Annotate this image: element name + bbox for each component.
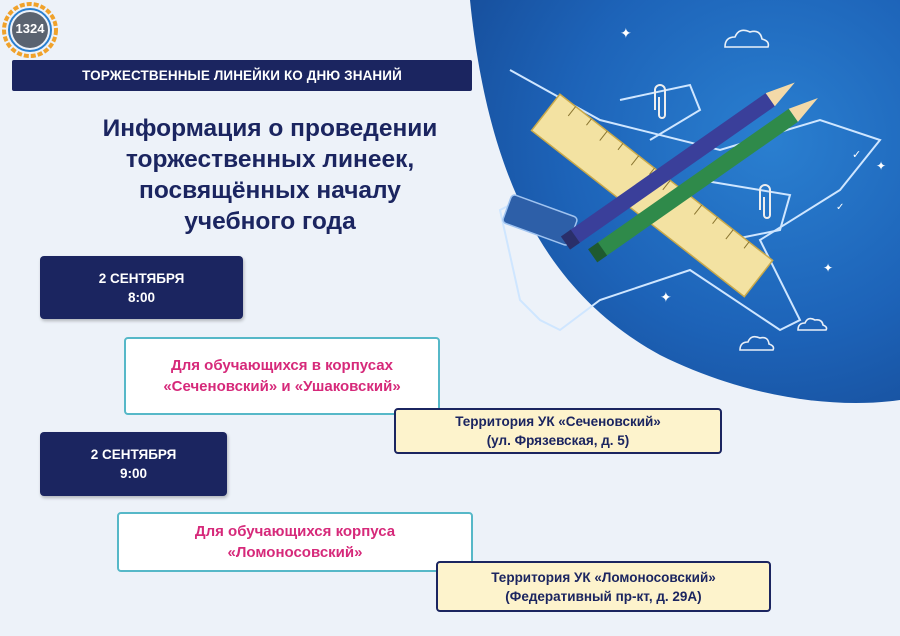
- audience-line: «Ломоносовский»: [227, 544, 363, 561]
- svg-text:✦: ✦: [620, 26, 632, 42]
- event-date: 2 СЕНТЯБРЯ: [98, 270, 185, 286]
- heading-line: посвящённых началу: [139, 177, 401, 204]
- event-location-box: Территория УК «Ломоносовский» (Федератив…: [436, 561, 771, 612]
- location-line: Территория УК «Сеченовский»: [455, 414, 661, 429]
- cloud-icon: [724, 29, 770, 48]
- title-banner: ТОРЖЕСТВЕННЫЕ ЛИНЕЙКИ КО ДНЮ ЗНАНИЙ: [12, 60, 472, 91]
- audience-line: «Сеченовский» и «Ушаковский»: [163, 378, 401, 395]
- page-title: Информация о проведении торжественных ли…: [60, 113, 480, 237]
- location-line: (Федеративный пр-кт, д. 29А): [505, 588, 702, 604]
- event-location-box: Территория УК «Сеченовский» (ул. Фрязевс…: [394, 408, 722, 454]
- svg-text:✦: ✦: [823, 261, 833, 275]
- heading-line: торжественных линеек,: [125, 146, 415, 173]
- school-logo: [2, 2, 58, 58]
- location-line: (ул. Фрязевская, д. 5): [486, 433, 630, 448]
- event-date-box: 2 СЕНТЯБРЯ 8:00: [40, 256, 243, 319]
- logo-number: 1324: [15, 21, 45, 36]
- cloud-icon: [797, 317, 828, 331]
- heading-line: Информация о проведении: [102, 115, 438, 142]
- heading-line: учебного года: [184, 208, 356, 235]
- event-time: 9:00: [119, 466, 148, 481]
- event-audience-box: Для обучающихся в корпусах «Сеченовский»…: [124, 337, 440, 415]
- svg-text:✦: ✦: [876, 159, 886, 173]
- event-date-box: 2 СЕНТЯБРЯ 9:00: [40, 432, 227, 496]
- banner-text: ТОРЖЕСТВЕННЫЕ ЛИНЕЙКИ КО ДНЮ ЗНАНИЙ: [82, 68, 402, 83]
- event-audience-box: Для обучающихся корпуса «Ломоносовский»: [117, 512, 473, 572]
- event-date: 2 СЕНТЯБРЯ: [90, 447, 177, 462]
- svg-text:✓: ✓: [852, 148, 861, 161]
- cloud-icon: [739, 335, 775, 351]
- event-time: 8:00: [127, 289, 156, 305]
- svg-text:✓: ✓: [836, 202, 844, 213]
- audience-line: Для обучающихся в корпусах: [171, 357, 393, 374]
- svg-text:✦: ✦: [660, 290, 672, 306]
- audience-line: Для обучающихся корпуса: [194, 523, 396, 540]
- location-line: Территория УК «Ломоносовский»: [491, 569, 716, 585]
